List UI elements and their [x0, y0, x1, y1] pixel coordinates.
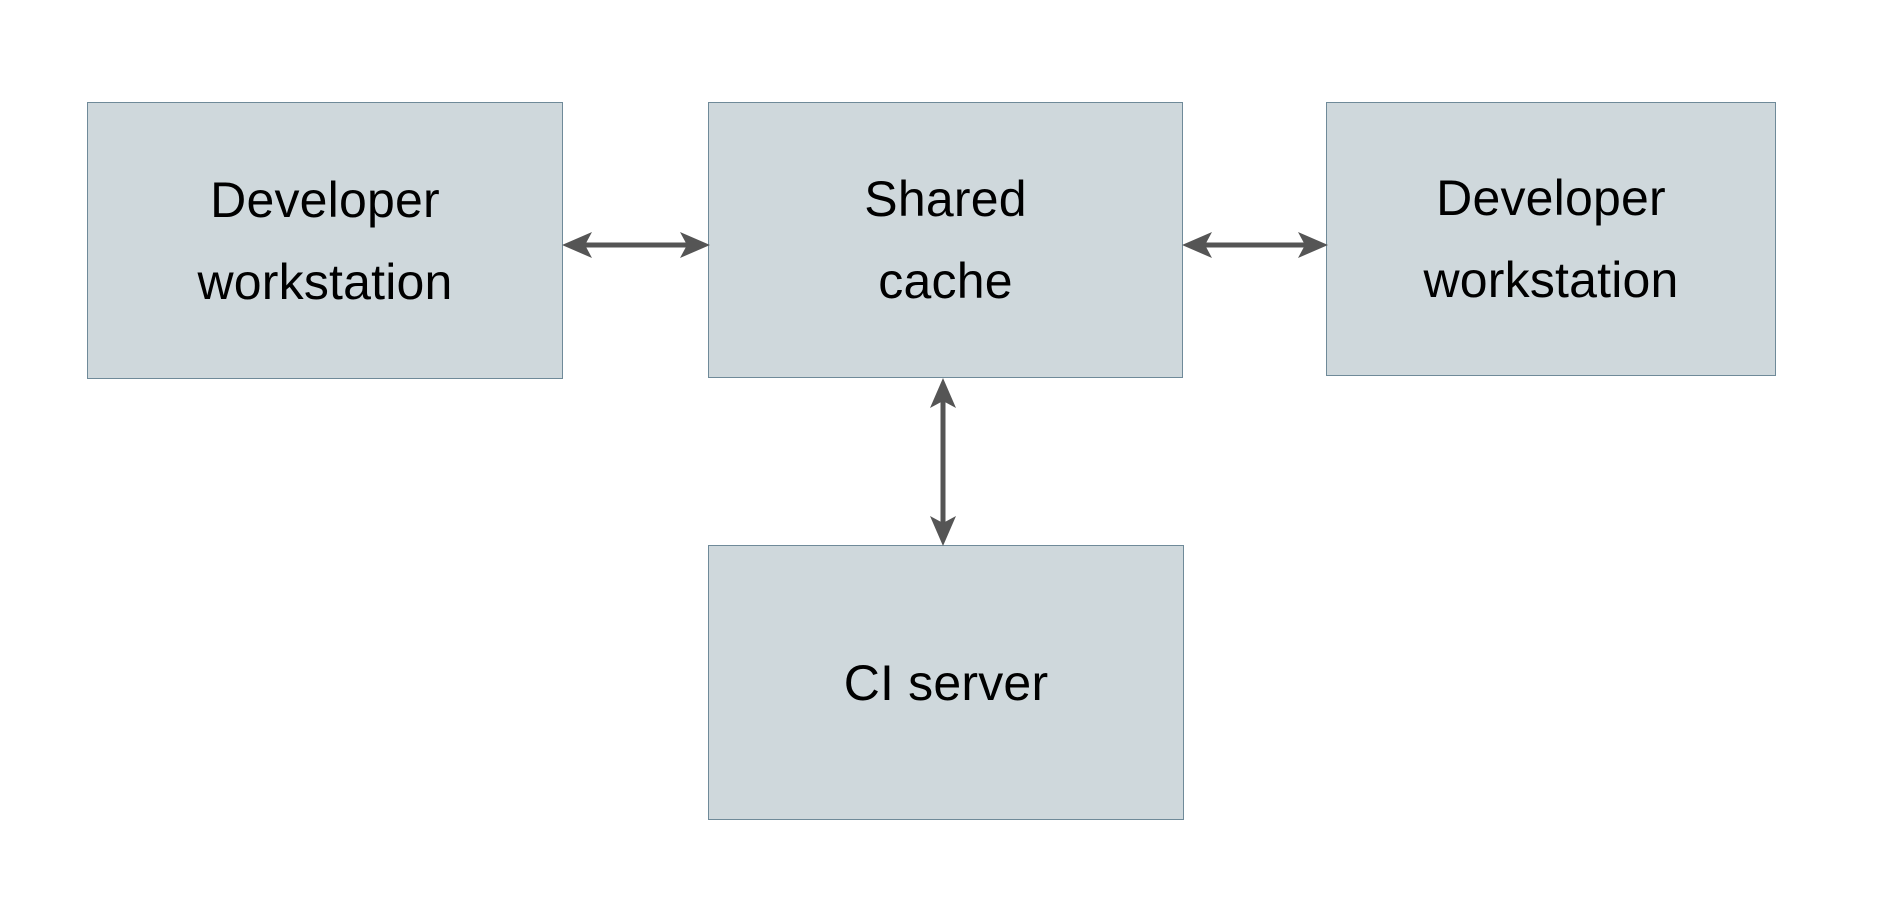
node-developer-workstation-left[interactable]: Developer workstation	[87, 102, 563, 379]
edge-shared-cache-to-ci-server[interactable]	[913, 374, 973, 550]
node-label-line-1: Developer	[210, 171, 440, 228]
node-label: CI server	[844, 642, 1049, 724]
arrowhead-down-icon	[930, 516, 956, 546]
arrowhead-right-icon	[1298, 232, 1328, 258]
node-ci-server[interactable]: CI server	[708, 545, 1184, 820]
arrowhead-right-icon	[680, 232, 710, 258]
arrowhead-left-icon	[1182, 232, 1212, 258]
node-label-line-1: Developer	[1436, 170, 1666, 226]
edge-shared-cache-to-dev-right[interactable]	[1178, 215, 1332, 275]
node-label-line-1: CI server	[843, 654, 1049, 711]
node-label: Developer workstation	[197, 159, 452, 323]
node-label: Shared cache	[864, 158, 1026, 322]
node-label: Developer workstation	[1423, 157, 1678, 321]
node-label-line-1: Shared	[864, 171, 1027, 227]
node-shared-cache[interactable]: Shared cache	[708, 102, 1183, 378]
node-label-line-2: workstation	[197, 253, 453, 310]
node-label-line-2: workstation	[1423, 252, 1679, 308]
node-label-line-2: cache	[878, 253, 1013, 309]
arrowhead-up-icon	[930, 378, 956, 408]
node-developer-workstation-right[interactable]: Developer workstation	[1326, 102, 1776, 376]
arrowhead-left-icon	[562, 232, 592, 258]
edge-dev-left-to-shared-cache[interactable]	[558, 215, 714, 275]
